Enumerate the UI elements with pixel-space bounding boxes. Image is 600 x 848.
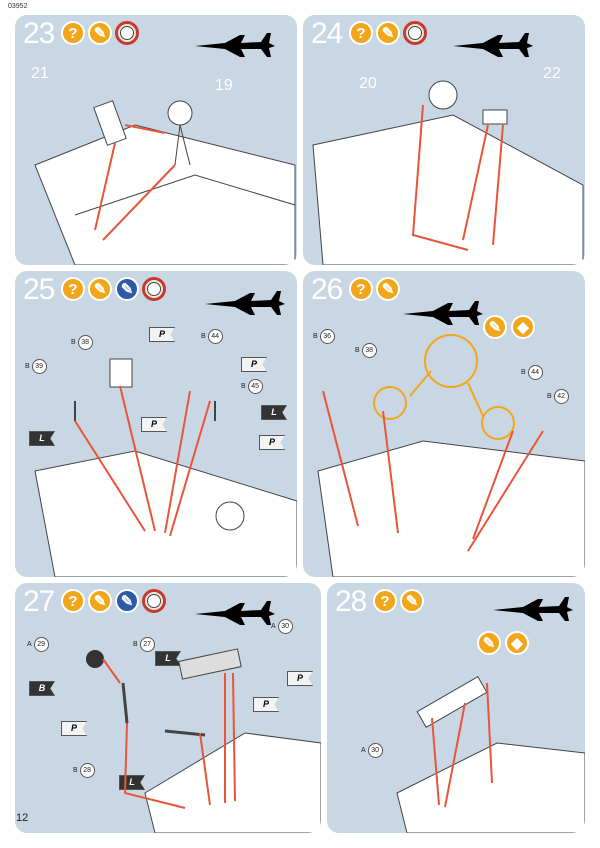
glue-icon: ✎: [483, 315, 507, 339]
glue-icon: ✎: [88, 21, 112, 45]
step-number: 26: [311, 273, 343, 306]
step-number: 27: [23, 585, 55, 618]
glue-icon: ✎: [88, 589, 112, 613]
step-23-panel: 23 ? ✎ 21 19: [15, 15, 297, 265]
aircraft-silhouette-icon: [403, 301, 483, 325]
part-label: 19: [215, 77, 233, 94]
clock-icon: [403, 21, 427, 45]
assembly-drawing: [34, 100, 296, 265]
glue-icon: ✎: [376, 277, 400, 301]
aircraft-silhouette-icon: [453, 33, 533, 57]
swap-icon: ◆: [505, 631, 529, 655]
paint-flag: P: [253, 697, 279, 712]
swap-icon: ◆: [511, 315, 535, 339]
glue-icon: ✎: [477, 631, 501, 655]
product-code: 03952: [8, 3, 28, 10]
step-number: 25: [23, 273, 55, 306]
part-label: 22: [543, 65, 561, 82]
help-icon: ?: [61, 21, 85, 45]
page-number: 12: [16, 812, 29, 824]
step-24-panel: 24 ? ✎ 20 22: [303, 15, 585, 265]
paint-flag: P: [141, 417, 167, 432]
help-icon: ?: [373, 589, 397, 613]
assembly-drawing: [396, 676, 585, 833]
aircraft-silhouette-icon: [195, 33, 275, 57]
help-icon: ?: [61, 589, 85, 613]
part-label: 21: [31, 65, 49, 82]
paint-flag: B: [29, 681, 55, 696]
assembly-drawing: [312, 80, 584, 265]
aircraft-silhouette-icon: [205, 291, 285, 315]
paint-brush-icon: ✎: [115, 277, 139, 301]
step-number: 23: [23, 17, 55, 50]
glue-icon: ✎: [400, 589, 424, 613]
paint-brush-icon: ✎: [115, 589, 139, 613]
aircraft-silhouette-icon: [493, 597, 573, 621]
clock-icon: [115, 21, 139, 45]
assembly-drawing: [317, 334, 585, 577]
part-label: 20: [359, 75, 377, 92]
step-number: 28: [335, 585, 367, 618]
paint-flag: P: [61, 721, 87, 736]
help-icon: ?: [349, 21, 373, 45]
assembly-drawing: [86, 648, 321, 833]
step-number: 24: [311, 17, 343, 50]
clock-icon: [142, 277, 166, 301]
aircraft-silhouette-icon: [195, 601, 275, 625]
glue-icon: ✎: [88, 277, 112, 301]
assembly-drawing: [34, 358, 297, 577]
help-icon: ?: [61, 277, 85, 301]
help-icon: ?: [349, 277, 373, 301]
glue-icon: ✎: [376, 21, 400, 45]
clock-icon: [142, 589, 166, 613]
